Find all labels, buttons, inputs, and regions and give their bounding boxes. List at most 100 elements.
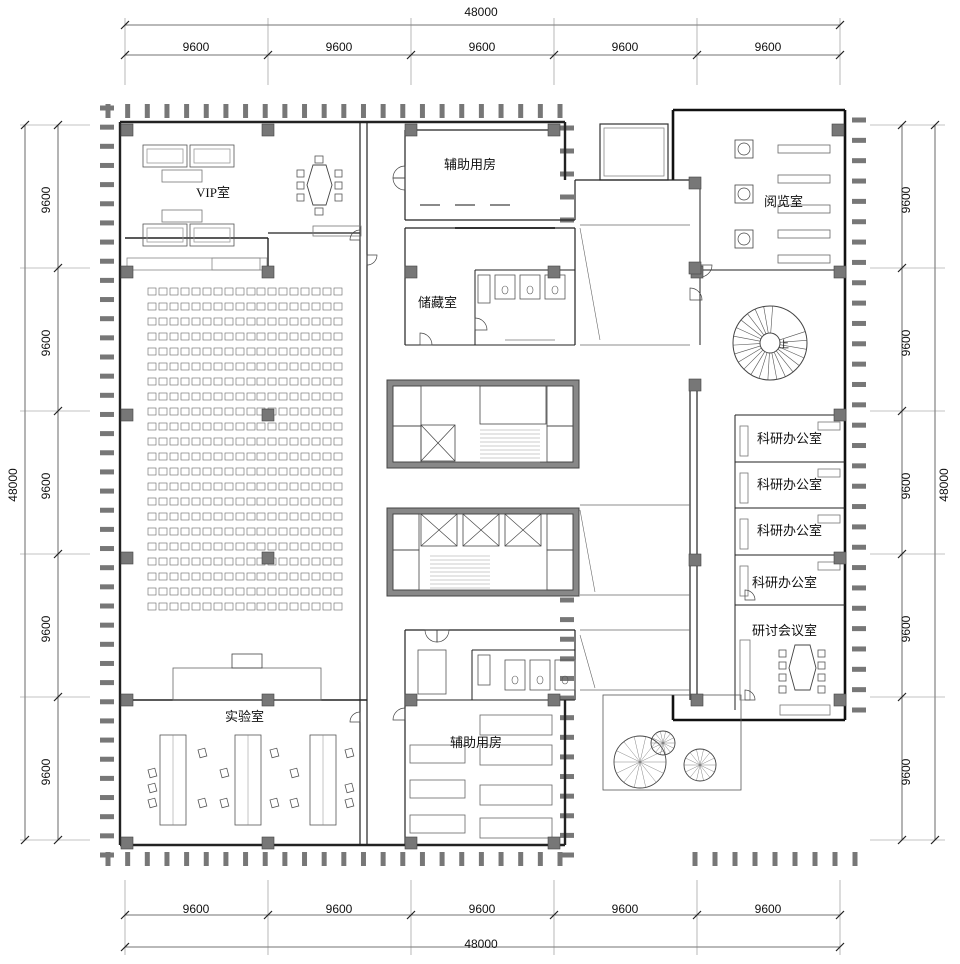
dim-tick: [53, 692, 63, 702]
seat: [213, 527, 223, 536]
dim-tick: [897, 120, 907, 130]
facade-fin: [100, 392, 114, 398]
seat: [333, 287, 343, 296]
seat: [235, 437, 245, 446]
structural-column: [831, 123, 845, 137]
seat: [300, 602, 310, 611]
facade-fin: [100, 526, 114, 532]
facade-fin: [557, 852, 563, 866]
facade-fin: [498, 852, 504, 866]
seat: [180, 512, 190, 521]
seat: [158, 377, 168, 386]
facade-fin: [560, 636, 574, 642]
seat: [311, 302, 321, 311]
structural-column: [833, 693, 847, 707]
office-desk: [739, 565, 749, 597]
seat: [289, 512, 299, 521]
seat: [180, 527, 190, 536]
seat: [322, 377, 332, 386]
seat: [256, 497, 266, 506]
seat: [256, 362, 266, 371]
facade-fin: [100, 718, 114, 724]
facade-fin: [223, 104, 229, 118]
facade-fin: [203, 852, 209, 866]
office-desk: [739, 472, 749, 504]
facade-fin: [560, 597, 574, 603]
sofa-seat: [193, 227, 231, 243]
structural-column: [688, 176, 702, 190]
dim-total-bottom: 48000: [464, 937, 498, 951]
seat: [278, 422, 288, 431]
seat: [322, 572, 332, 581]
seat: [246, 377, 256, 386]
seat: [147, 332, 157, 341]
desk: [409, 779, 466, 799]
chair: [334, 181, 343, 190]
seat: [224, 287, 234, 296]
seat: [333, 317, 343, 326]
seat: [246, 392, 256, 401]
seat: [246, 467, 256, 476]
facade-fin: [105, 852, 111, 866]
counter: [779, 704, 831, 716]
dim-tick: [263, 910, 273, 920]
seat: [147, 557, 157, 566]
seat: [311, 362, 321, 371]
facade-fin: [557, 104, 563, 118]
seat: [322, 482, 332, 491]
seat: [147, 497, 157, 506]
door-swing: [436, 629, 450, 643]
facade-fin: [100, 756, 114, 762]
seat: [333, 302, 343, 311]
elevator: [504, 513, 542, 547]
seat: [322, 587, 332, 596]
room-label-reading: 阅览室: [764, 194, 804, 209]
seat: [202, 602, 212, 611]
dim-bay-top-4: 9600: [611, 40, 639, 54]
dim-tick: [549, 910, 559, 920]
structural-column: [547, 836, 561, 850]
facade-fin: [100, 833, 114, 839]
seat: [267, 587, 277, 596]
seat: [300, 497, 310, 506]
spiral-tread: [750, 351, 766, 375]
seat: [158, 587, 168, 596]
room-label-research-1: 科研办公室: [757, 431, 823, 446]
seat: [267, 527, 277, 536]
coffee-table: [161, 209, 203, 223]
dim-bay-left-3: 9600: [39, 472, 53, 500]
seat: [289, 407, 299, 416]
seat: [202, 422, 212, 431]
reading-desk: [777, 144, 831, 154]
door-swing: [744, 689, 756, 701]
seat: [169, 347, 179, 356]
facade-fin: [100, 584, 114, 590]
facade-fin: [125, 104, 131, 118]
seat: [202, 482, 212, 491]
seat: [158, 422, 168, 431]
seat: [147, 527, 157, 536]
seat: [289, 572, 299, 581]
desk: [479, 817, 553, 839]
seat: [158, 467, 168, 476]
facade-fin: [400, 852, 406, 866]
seat: [202, 467, 212, 476]
structural-column: [120, 408, 134, 422]
desk: [479, 714, 553, 736]
chair: [778, 685, 787, 694]
seat: [322, 512, 332, 521]
facade-fin: [852, 300, 866, 306]
dim-tick: [897, 406, 907, 416]
seat: [213, 452, 223, 461]
seat: [158, 317, 168, 326]
seat: [311, 287, 321, 296]
seat: [191, 362, 201, 371]
seat: [289, 377, 299, 386]
dimension-lines: [20, 18, 945, 955]
dim-bay-bottom-1: 9600: [182, 902, 210, 916]
seat: [213, 542, 223, 551]
seat: [300, 302, 310, 311]
tree-branch: [696, 764, 701, 781]
seat: [191, 467, 201, 476]
seat: [169, 332, 179, 341]
